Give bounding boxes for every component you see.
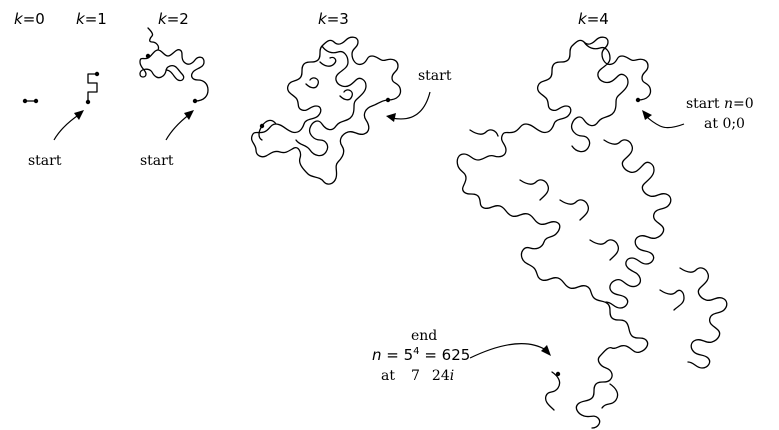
start-dot-k1 [85,99,91,105]
curve-k4 [456,36,728,429]
start-dot-k4 [635,97,641,103]
start-label-k1: start [28,153,62,169]
start-annotation-k4: start n=0 at 0;0 [642,96,754,132]
end-dot-k1 [94,71,100,77]
start-label-k4: start n=0 [686,96,754,112]
end-label: end [411,328,437,344]
start-dot-k2 [192,98,198,104]
start-annotation-k3: start [386,68,452,122]
end-index: n = 54 = 625 [372,346,470,364]
start-annotation-k1: start [28,110,84,169]
start-dot-k3 [385,97,391,103]
start-label-k2: start [140,153,174,169]
curve-k2 [139,27,209,104]
stage-label-k1: k=1 [76,10,107,28]
end-dot-k2 [145,53,151,59]
stage-label-k0: k=0 [14,10,45,28]
curve-k3 [250,36,402,185]
curve-k1 [85,71,100,105]
end-dot-k0 [33,98,39,104]
stage-label-k3: k=3 [318,10,349,28]
stage-label-k4: k=4 [578,10,609,28]
start-position-k4: at 0;0 [704,116,745,132]
curve-k0 [22,98,39,104]
start-annotation-k2: start [140,110,194,169]
stage-label-k2: k=2 [158,10,189,28]
end-dot-k4 [555,371,561,377]
end-dot-k3 [259,123,265,129]
start-dot-k0 [22,98,28,104]
start-label-k3: start [418,68,452,84]
